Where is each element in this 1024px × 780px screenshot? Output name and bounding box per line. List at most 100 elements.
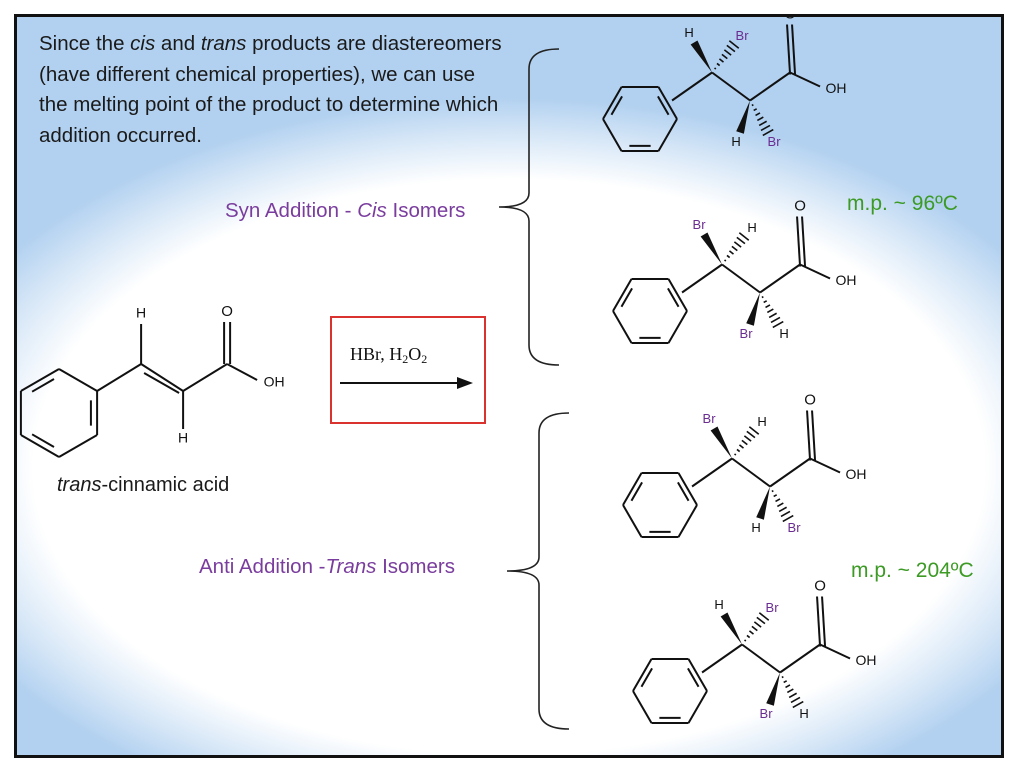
syn-product-2-hash bbox=[772, 320, 784, 329]
syn-product-1-hash bbox=[726, 44, 736, 53]
syn-product-1-wedge bbox=[736, 100, 751, 134]
anti-product-2-hash bbox=[781, 675, 784, 679]
syn-product-2-wedge bbox=[746, 292, 761, 326]
syn-product-1-atom: H bbox=[731, 134, 740, 149]
syn-product-2-ring-bond bbox=[667, 278, 688, 312]
syn-product-2-wedge bbox=[700, 232, 723, 265]
syn-product-1-atom: Br bbox=[736, 28, 750, 43]
syn-product-2-carbonyl-bond bbox=[796, 216, 802, 267]
anti-product-2-oxygen: O bbox=[814, 577, 826, 594]
syn-product-2-ring-bond bbox=[612, 310, 633, 344]
reactant-atom: H bbox=[136, 305, 146, 321]
anti-product-2-hash bbox=[786, 688, 794, 694]
intro-trans: trans bbox=[200, 32, 247, 55]
anti-product-2-hash bbox=[790, 696, 801, 704]
syn-product-2-hydroxyl: OH bbox=[836, 272, 857, 288]
syn-product-1-hash bbox=[760, 124, 771, 132]
anti-product-1-hash bbox=[776, 502, 784, 508]
syn-product-2-bond bbox=[759, 263, 801, 294]
syn-product-1-ring-bond bbox=[602, 86, 623, 120]
reagent-part-b: O bbox=[408, 344, 422, 364]
reagent-box: HBr, H2O2 bbox=[330, 316, 486, 424]
syn-product-1-carbonyl-bond bbox=[791, 24, 797, 75]
reactant-double-bond bbox=[140, 363, 184, 392]
intro-part-3: products are diastereomers (have differe… bbox=[39, 32, 502, 147]
syn-product-1-ring-bond bbox=[602, 118, 623, 152]
reactant-hydroxyl: OH bbox=[264, 374, 285, 390]
anti-product-1-bond bbox=[769, 457, 811, 488]
anti-product-2-hash bbox=[788, 692, 798, 699]
syn-label-prefix: Syn Addition - bbox=[225, 199, 358, 222]
anti-product-2-ring-bond bbox=[632, 658, 653, 692]
anti-product-2-ring-double-bond bbox=[640, 667, 653, 688]
anti-product-1-hash bbox=[736, 448, 741, 453]
anti-brace bbox=[506, 412, 570, 730]
syn-product-2-hash bbox=[765, 304, 771, 309]
reactant-name: trans-cinnamic acid bbox=[57, 474, 229, 497]
syn-product-1-hash bbox=[758, 120, 768, 127]
anti-product-1-hash bbox=[778, 506, 788, 513]
syn-product-2-atom: H bbox=[779, 326, 788, 341]
syn-product-1-hash bbox=[721, 53, 728, 60]
anti-label-suffix: Isomers bbox=[376, 555, 455, 578]
syn-product-2-atom: Br bbox=[740, 326, 754, 341]
anti-product-2-wedge bbox=[766, 672, 781, 706]
reagent-sub-2: 2 bbox=[421, 352, 428, 366]
reactant-ring-double-bond bbox=[31, 433, 55, 448]
syn-product-1-hash bbox=[751, 103, 754, 107]
syn-product-2-hash bbox=[733, 241, 742, 248]
anti-product-2-hash bbox=[753, 621, 762, 628]
reaction-scheme: OOHHBrHBrOOHBrHBrHOOHBrHHBrOOHHBrBrHHHOO… bbox=[19, 17, 877, 730]
reactant-oxygen: O bbox=[221, 303, 233, 320]
anti-product-2-ring-bond bbox=[687, 690, 708, 724]
anti-product-2-ring-bond bbox=[687, 658, 708, 692]
anti-product-2-hash bbox=[785, 684, 791, 689]
syn-product-1-bond bbox=[789, 71, 821, 88]
syn-product-1-ring-bond bbox=[657, 118, 678, 152]
syn-product-2-ring-bond bbox=[667, 310, 688, 344]
anti-product-1-ring-bond bbox=[677, 472, 698, 506]
syn-product-1-atom: H bbox=[684, 25, 693, 40]
reactant-ring-double-bond bbox=[31, 378, 55, 393]
syn-label-suffix: Isomers bbox=[386, 199, 466, 222]
syn-product-1-hash bbox=[723, 49, 732, 56]
anti-product-1-hash bbox=[771, 489, 774, 493]
syn-product-1-hash bbox=[718, 58, 724, 63]
syn-product-1-hash bbox=[762, 128, 774, 137]
anti-product-2-hash bbox=[756, 616, 766, 625]
anti-product-1-atom: Br bbox=[788, 520, 802, 535]
anti-melting-point: m.p. ~ 204ºC bbox=[851, 559, 974, 582]
anti-product-1-bond bbox=[691, 457, 733, 488]
anti-product-1-hash bbox=[782, 514, 794, 523]
intro-part-2: and bbox=[155, 32, 201, 55]
syn-product-2-hash bbox=[761, 295, 764, 299]
anti-product-1-ring-bond bbox=[622, 504, 643, 538]
anti-product-2-hash bbox=[746, 634, 751, 639]
anti-product-2-ring-bond bbox=[632, 690, 653, 724]
syn-product-2-atom: Br bbox=[693, 217, 707, 232]
anti-product-1-ring-double-bond bbox=[630, 481, 643, 502]
anti-product-1-hash bbox=[746, 430, 756, 439]
anti-product-1-bond bbox=[731, 457, 771, 488]
syn-product-2-hash bbox=[726, 254, 731, 259]
syn-product-2-bond bbox=[799, 263, 831, 280]
reactant-name-rest: -cinnamic acid bbox=[101, 474, 230, 496]
syn-product-2-ring-bond bbox=[612, 278, 633, 312]
anti-product-2-atom: H bbox=[799, 706, 808, 721]
reactant-name-italic: trans bbox=[57, 474, 102, 496]
syn-product-1-ring-bond bbox=[657, 86, 678, 120]
syn-product-1-hash bbox=[756, 116, 764, 122]
anti-product-2-atom: Br bbox=[766, 600, 780, 615]
syn-product-1-atom: Br bbox=[768, 134, 782, 149]
syn-product-1: OOHHBrHBr bbox=[602, 17, 847, 153]
syn-product-1-hash bbox=[716, 62, 721, 67]
anti-product-1-carbonyl-bond bbox=[811, 410, 817, 461]
reactant-bond bbox=[96, 363, 142, 392]
reactant-double-bond bbox=[143, 372, 180, 394]
anti-product-2-hash bbox=[748, 630, 754, 635]
syn-product-2-hash bbox=[766, 308, 774, 314]
syn-product-2-ring-double-bond bbox=[667, 287, 680, 308]
anti-product-1-hash bbox=[734, 453, 737, 456]
syn-product-2-atom: H bbox=[747, 220, 756, 235]
